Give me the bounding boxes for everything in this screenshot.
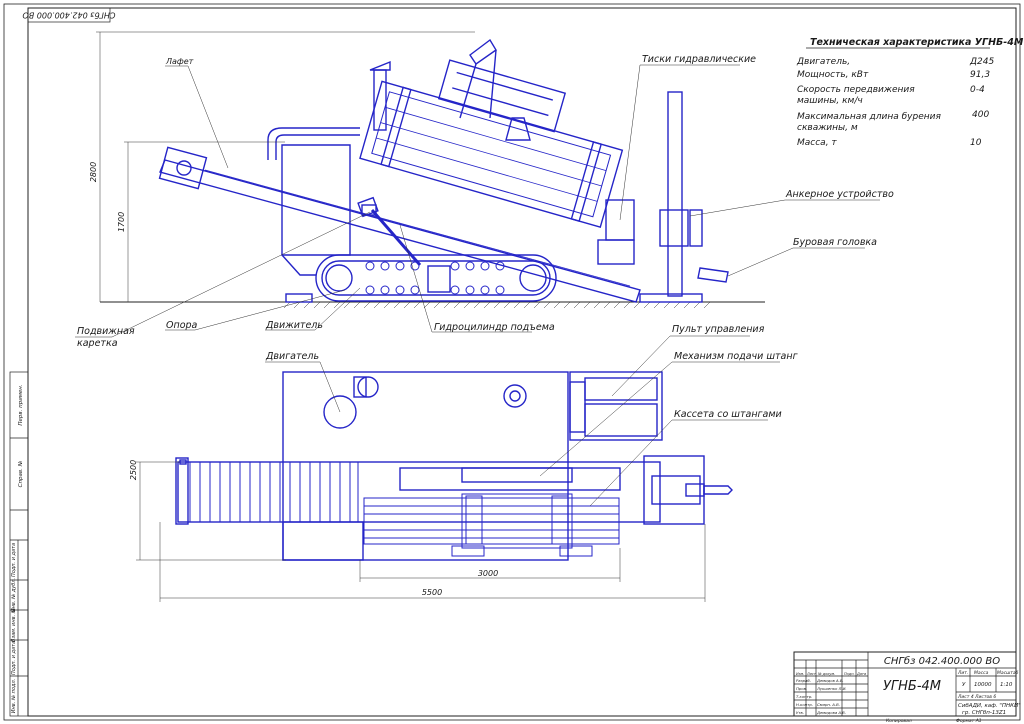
dim-height-mid: 1700 [117, 212, 126, 232]
spec-table: Техническая характеристика УГНБ-4М Двига… [796, 37, 1024, 148]
strip-inv-dubl: Инв. № дубл. [11, 578, 17, 612]
strip-first-use: Перв. примен. [18, 384, 24, 426]
label-lafet: Лафет [165, 57, 194, 66]
dim-plan-length: 5500 [422, 588, 442, 597]
tb-scale-val: 1:10 [1000, 682, 1013, 688]
tb-mass-val: 10000 [974, 682, 992, 688]
spec-row-mass-label: Масса, т [797, 138, 837, 148]
left-side-strip: Перв. примен. Справ. № Подп. и дата Инв.… [9, 371, 29, 717]
strip-inv-podl: Инв. № подл. [11, 679, 17, 714]
spec-row-speed-label2: машины, км/ч [797, 96, 863, 106]
label-plan-pult: Пульт управления [672, 324, 765, 335]
dim-plan-inner: 3000 [478, 569, 498, 578]
tb-head-data: Дата [856, 672, 866, 676]
hydraulic-cylinder [370, 209, 422, 266]
side-view: 2800 1700 Лафет Тиски гидравлические Анк… [75, 31, 894, 349]
tb-person-4: Смирн. А.В. [817, 702, 840, 707]
tb-lit-hdr: Лит. [957, 670, 968, 676]
tb-head-izm: Изм. [796, 672, 804, 676]
spec-row-power-value: 91,3 [970, 70, 990, 80]
tb-doc-code: СНГбз 042.400.000 ВО [884, 655, 1000, 667]
plan-rod-cassette [363, 493, 620, 557]
tb-mass-hdr: Масса [974, 670, 989, 676]
dim-height-total: 2800 [89, 162, 98, 182]
plan-engine-block [282, 371, 569, 561]
tb-role-prov: Пров. [796, 686, 807, 691]
spec-row-mass-value: 10 [970, 138, 982, 148]
hydraulic-vice [597, 239, 635, 265]
label-gidrocilindr: Гидроцилиндр подъема [434, 322, 555, 333]
footer-copied: Копировал [886, 718, 912, 724]
tb-lit-val: У [962, 682, 966, 688]
tb-person-5: Демидова А.В. [816, 710, 846, 715]
stamp-text: СНГбз 042.400.000 ВО [22, 11, 115, 20]
tb-role-tkontr: Т.контр. [796, 694, 812, 699]
label-karetka: каретка [77, 338, 118, 349]
title-block: СНГбз 042.400.000 ВО УГНБ-4М Изм. Лист №… [793, 651, 1021, 717]
tb-head-podp: Подп. [844, 672, 855, 676]
outer-frame [3, 3, 1021, 721]
tb-org2: гр. СНГбп-13Z1 [962, 710, 1006, 716]
spec-row-length-value: 400 [972, 110, 989, 120]
lafet-boom [159, 159, 641, 303]
spec-row-length-label2: скважины, м [797, 123, 858, 133]
label-dvizhitel: Движитель [265, 320, 323, 331]
tb-role-utv: Утв. [796, 710, 804, 715]
plan-rod-feed [399, 467, 621, 491]
upper-frame [437, 59, 567, 133]
plan-anchor-head [643, 455, 705, 525]
plan-crawler [177, 461, 359, 523]
label-tiski: Тиски гидравлические [642, 54, 756, 65]
tb-scale-hdr: Масштаб [997, 670, 1019, 676]
exhaust-pipe [373, 69, 387, 131]
crawler-track [315, 254, 557, 302]
inner-frame [27, 7, 1017, 717]
tb-person-1: Демидов А.В. [816, 678, 844, 683]
tb-head-docnum: № докум. [817, 672, 835, 676]
label-plan-mekhanizm: Механизм подачи штанг [674, 351, 799, 362]
strip-sign-date-1: Подп. и дата [11, 543, 17, 577]
tb-sheet-line: Лист 4 Листов 6 [957, 694, 996, 700]
spec-row-engine-label: Двигатель, [796, 57, 850, 67]
label-ankernoe: Анкерное устройство [785, 189, 894, 200]
footer-format: Формат А1 [956, 718, 982, 724]
label-plan-dvigatel: Двигатель [265, 351, 319, 362]
tb-role-nkontr: Н.контр. [796, 702, 813, 707]
tb-role-razrab: Разраб. [796, 678, 811, 683]
strip-ref-no: Справ. № [18, 460, 24, 487]
anchor-device [667, 91, 683, 297]
tb-head-list: Лист [806, 672, 817, 676]
label-opora: Опора [166, 320, 198, 331]
plan-engine-circle [323, 395, 357, 429]
spec-title: Техническая характеристика УГНБ-4М [810, 37, 1024, 48]
strip-vzam: Взам. инв. № [11, 608, 17, 642]
spec-row-speed-label: Скорость передвижения [797, 85, 915, 95]
spec-row-length-label: Максимальная длина бурения [797, 112, 941, 122]
spec-row-engine-value: Д245 [969, 57, 994, 67]
engine-body [281, 144, 351, 256]
plan-view: 2500 3000 5500 Двигатель Пульт управлени… [129, 324, 799, 602]
rod-cassette-side [359, 80, 624, 229]
top-left-stamp: СНГбз 042.400.000 ВО [22, 7, 116, 23]
tb-org1: СибАДИ, каф. "ПНКИ" [958, 703, 1021, 709]
tb-person-2: Лукшенко Л.И. [816, 686, 847, 691]
spec-row-speed-value: 0-4 [970, 85, 985, 95]
strip-sign-date-2: Подп. и дата [11, 641, 17, 675]
label-plan-kasseta: Кассета со штангами [674, 409, 782, 420]
label-podvizhnaya: Подвижная [77, 326, 135, 337]
support-leg [361, 204, 377, 216]
spec-row-power-label: Мощность, кВт [797, 70, 869, 80]
label-burovaya: Буровая головка [793, 237, 877, 248]
drill-head [697, 267, 729, 283]
dim-plan-width: 2500 [129, 460, 138, 480]
tb-name: УГНБ-4М [883, 679, 941, 694]
